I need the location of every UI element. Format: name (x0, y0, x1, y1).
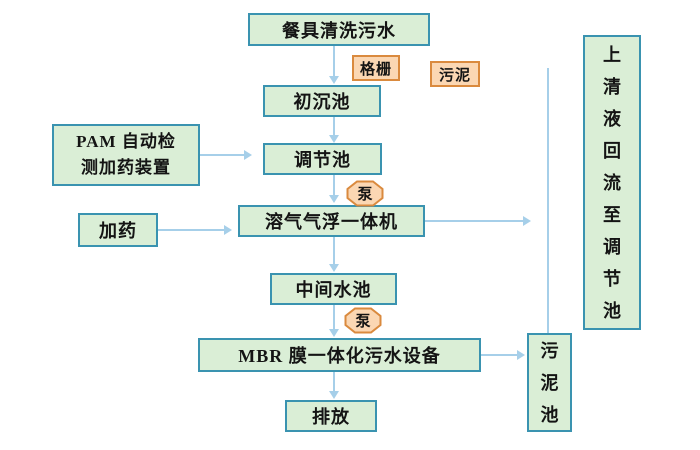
arrow-line (481, 354, 519, 356)
node-pam-dosing-device: PAM 自动检 测加药装置 (52, 124, 200, 186)
node-pam-line1: PAM 自动检 (76, 132, 176, 151)
badge-pump-2-label: 泵 (355, 314, 371, 330)
badge-pump-2: 泵 (344, 307, 382, 334)
node-dosing: 加药 (78, 213, 158, 247)
arrow-head (224, 225, 232, 235)
arrow-line (333, 46, 335, 76)
arrow-line (425, 220, 525, 222)
arrow-head (329, 391, 339, 399)
node-discharge: 排放 (285, 400, 377, 432)
node-mbr-equipment: MBR 膜一体化污水设备 (198, 338, 481, 372)
node-sludge-tank: 污泥池 (527, 333, 572, 432)
arrow-line (158, 229, 226, 231)
badge-pump-1-label: 泵 (357, 187, 373, 203)
arrow-line (333, 372, 335, 391)
arrow-line (333, 117, 335, 135)
pump-octagon-icon (346, 180, 384, 207)
arrow-line (333, 175, 335, 195)
arrow-line (547, 68, 549, 333)
label-sludge: 污泥 (430, 61, 480, 87)
node-supernatant-return: 上清液回流至调节池 (583, 35, 641, 330)
arrow-line (200, 154, 246, 156)
node-intermediate-tank: 中间水池 (270, 273, 397, 305)
arrow-head (329, 76, 339, 84)
node-regulating-tank: 调节池 (263, 143, 382, 175)
node-dissolved-air-flotation: 溶气气浮一体机 (238, 205, 425, 237)
arrow-head (329, 264, 339, 272)
node-pam-line2: 测加药装置 (81, 158, 171, 177)
label-grate: 格栅 (352, 55, 400, 81)
node-sludge-tank-label: 污泥池 (540, 340, 559, 425)
pump-octagon-icon (344, 307, 382, 334)
arrow-line (333, 237, 335, 264)
node-supernatant-return-label: 上清液回流至调节池 (603, 44, 621, 321)
arrow-head (329, 329, 339, 337)
arrow-line (333, 305, 335, 329)
arrow-head (517, 350, 525, 360)
arrow-head (244, 150, 252, 160)
arrow-head (523, 216, 531, 226)
node-primary-sedimentation: 初沉池 (263, 85, 381, 117)
node-dishwater: 餐具清洗污水 (248, 13, 430, 46)
badge-pump-1: 泵 (346, 180, 384, 207)
arrow-head (329, 135, 339, 143)
arrow-head (329, 195, 339, 203)
